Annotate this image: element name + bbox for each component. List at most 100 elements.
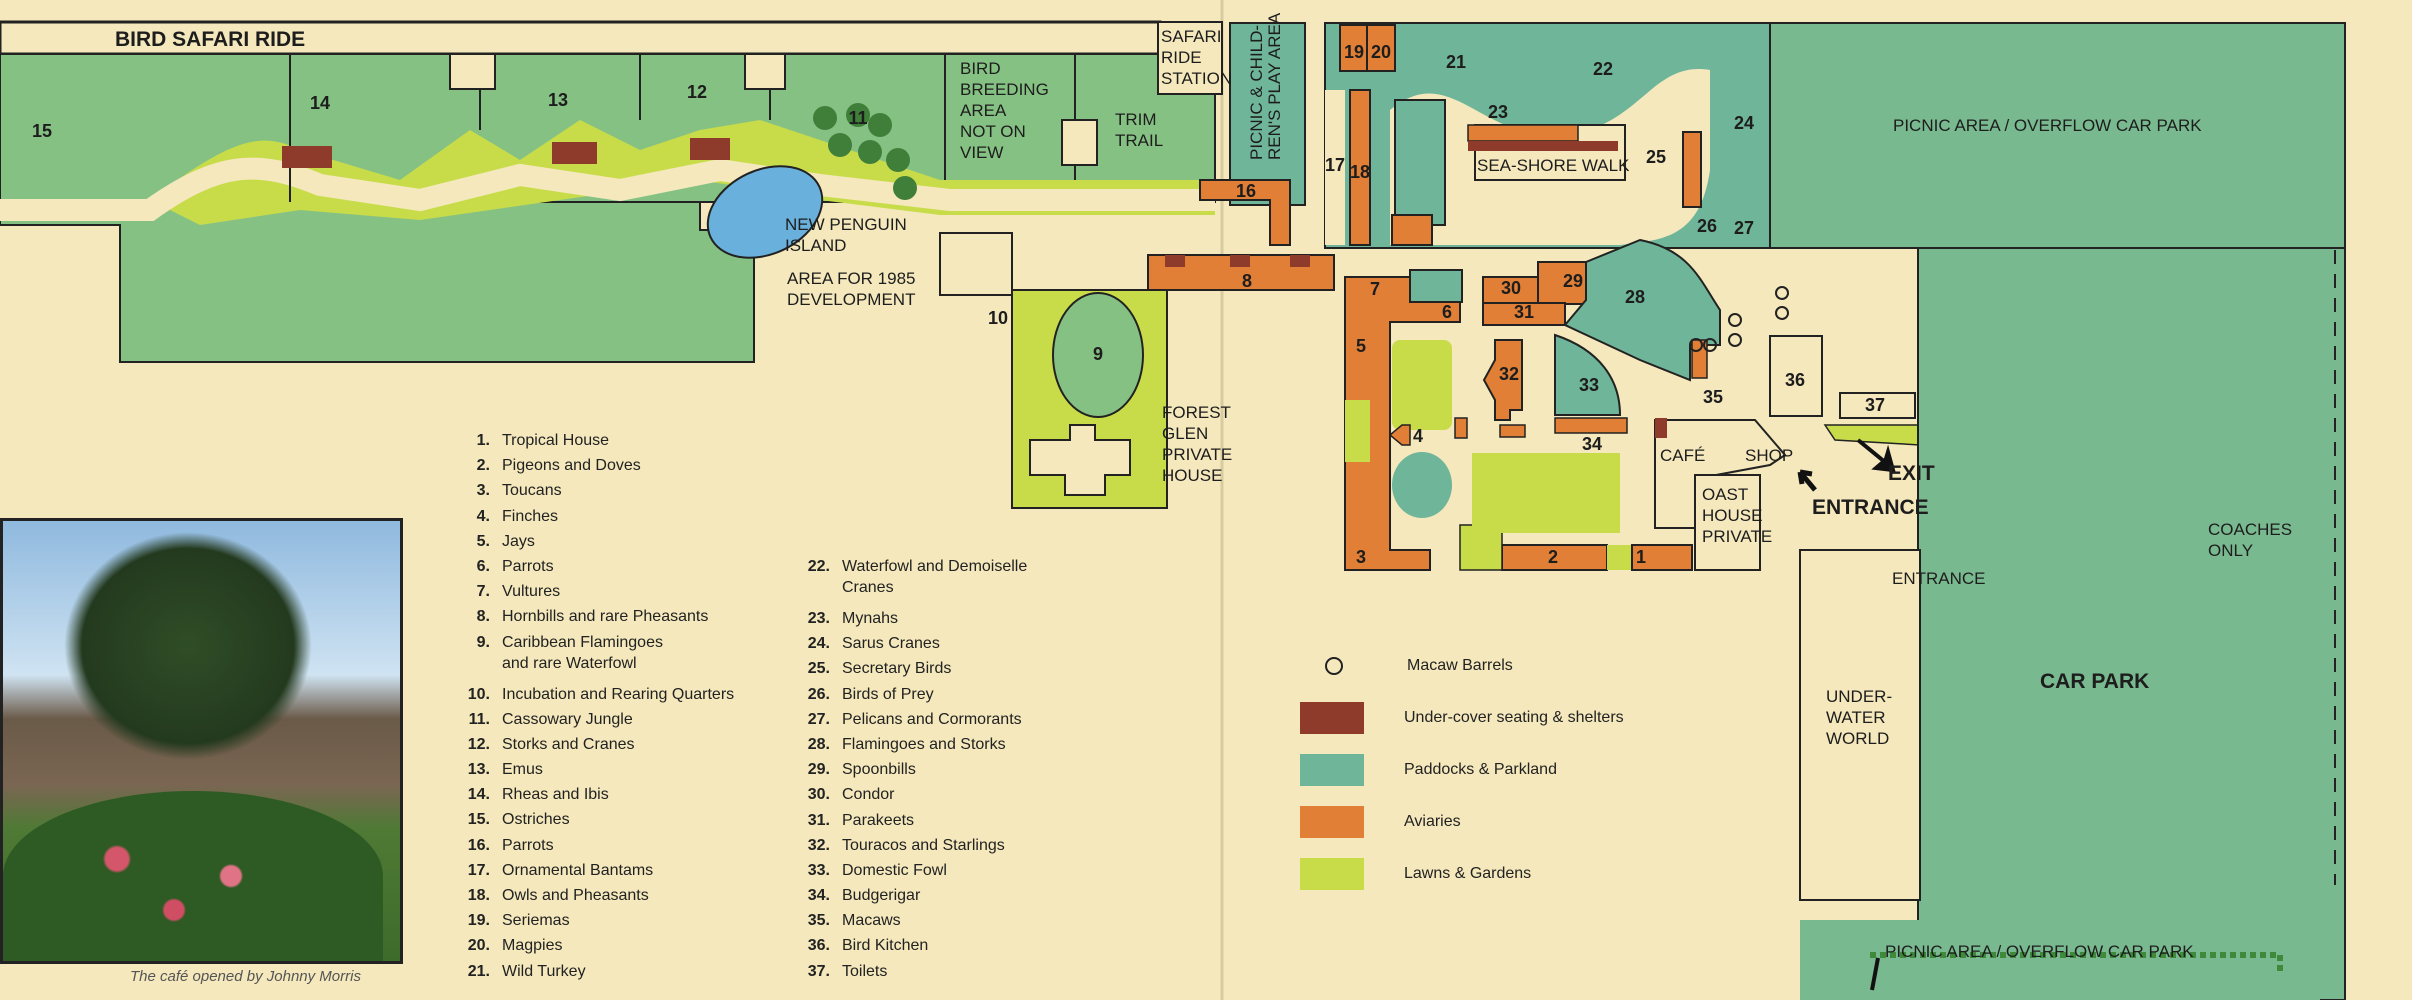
index-number: 17.	[467, 861, 490, 879]
area-22: 22	[1593, 59, 1613, 79]
area-2: 2	[1548, 547, 1558, 567]
svg-text:REN'S PLAY AREA: REN'S PLAY AREA	[1265, 12, 1284, 160]
index-label: Ornamental Bantams	[502, 861, 654, 879]
area-33: 33	[1579, 375, 1599, 395]
area-19: 19	[1344, 42, 1364, 62]
index-number: 8.	[476, 608, 490, 626]
svg-text:GLEN: GLEN	[1162, 424, 1208, 443]
index-item: 23.Mynahs	[800, 606, 1027, 631]
index-number: 27.	[807, 710, 830, 728]
svg-text:COACHES: COACHES	[2208, 520, 2292, 539]
index-number: 7.	[476, 583, 490, 601]
svg-text:PRIVATE: PRIVATE	[1702, 527, 1772, 546]
index-label: Toucans	[502, 482, 562, 500]
index-number: 2.	[476, 457, 490, 475]
index-number: 12.	[467, 735, 490, 753]
index-number: 34.	[807, 887, 830, 905]
area-12: 12	[687, 82, 707, 102]
cafe-label: CAFÉ	[1660, 446, 1705, 465]
index-label: Bird Kitchen	[842, 937, 929, 955]
index-label: Wild Turkey	[502, 962, 586, 980]
index-label: Magpies	[502, 937, 563, 955]
index-item: 27.Pelicans and Cormorants	[800, 707, 1027, 732]
index-item: 37. Toilets	[800, 959, 1027, 984]
svg-text:HOUSE: HOUSE	[1702, 506, 1762, 525]
shelter-swatch	[1300, 702, 1364, 734]
area-8: 8	[1242, 271, 1252, 291]
index-label: Hornbills and rare Pheasants	[502, 608, 709, 626]
forest-glen-label: FOREST GLEN PRIVATE HOUSE	[1162, 403, 1232, 485]
index-item: 12.Storks and Cranes	[460, 732, 734, 757]
area-34: 34	[1582, 434, 1602, 454]
area-25: 25	[1646, 147, 1666, 167]
bird-breeding-label: BIRD BREEDING AREA NOT ON VIEW	[960, 59, 1049, 162]
index-number: 24.	[807, 635, 830, 653]
index-item: 33.Domestic Fowl	[800, 858, 1027, 883]
index-item: 20. Magpies	[460, 933, 734, 958]
area-21: 21	[1446, 52, 1466, 72]
entrance-road-label: ENTRANCE	[1892, 569, 1986, 588]
picnic-overflow-bottom-label: PICNIC AREA / OVERFLOW CAR PARK	[1885, 942, 2194, 961]
area-10: 10	[988, 308, 1008, 328]
index-item: 5.Jays	[460, 529, 734, 554]
sea-shore-label: SEA-SHORE WALK	[1477, 156, 1630, 175]
index-number: 25.	[807, 660, 830, 678]
index-item: 17. Ornamental Bantams	[460, 858, 734, 883]
area-26: 26	[1697, 216, 1717, 236]
svg-text:STATION: STATION	[1161, 69, 1232, 88]
index-label: Incubation and Rearing Quarters	[502, 685, 735, 703]
index-number: 20.	[467, 937, 490, 955]
coaches-only-label: COACHES ONLY	[2208, 520, 2292, 560]
index-label: Vultures	[502, 583, 561, 601]
index-item: 25.Secretary Birds	[800, 656, 1027, 681]
area-27: 27	[1734, 218, 1754, 238]
index-item: 3.Toucans	[460, 478, 734, 503]
area-1: 1	[1636, 547, 1646, 567]
area-30: 30	[1501, 278, 1521, 298]
index-number: 36.	[807, 937, 830, 955]
index-item: 19.Seriemas	[460, 908, 734, 933]
entrance-arrow-icon	[1797, 469, 1817, 492]
index-number: 23.	[807, 610, 830, 627]
lawn-swatch	[1300, 858, 1364, 890]
area-36: 36	[1785, 370, 1805, 390]
index-item: 14.Rheas and Ibis	[460, 782, 734, 807]
area-16: 16	[1236, 181, 1256, 201]
index-number: 37.	[807, 962, 830, 980]
index-number: 33.	[807, 861, 830, 879]
index-label: Macaws	[842, 912, 901, 930]
svg-text:TRAIL: TRAIL	[1115, 131, 1163, 150]
index-label: Flamingoes and Storks	[842, 735, 1006, 753]
lower-parkland	[0, 201, 755, 363]
index-label: Spoonbills	[842, 761, 916, 779]
index-number: 1.	[476, 432, 490, 449]
svg-text:SAFARI: SAFARI	[1161, 27, 1221, 46]
index-item: 28.Flamingoes and Storks	[800, 732, 1027, 757]
index-label: Seriemas	[502, 912, 570, 930]
trees-icon	[813, 103, 917, 200]
svg-text:ISLAND: ISLAND	[785, 236, 846, 255]
paddock-swatch	[1300, 754, 1364, 786]
svg-text:NEW PENGUIN: NEW PENGUIN	[785, 215, 907, 234]
footpath	[0, 157, 1215, 221]
key-aviaries: Aviaries	[1300, 796, 1624, 848]
penguin-pond	[706, 165, 824, 259]
index-item: 24.Sarus Cranes	[800, 631, 1027, 656]
svg-text:UNDER-: UNDER-	[1826, 687, 1892, 706]
index-number: 31.	[807, 811, 830, 829]
index-number: 30.	[807, 786, 830, 804]
index-label: Toilets	[842, 962, 888, 980]
shop-label: SHOP	[1745, 446, 1793, 465]
index-item: 10.Incubation and Rearing Quarters	[460, 682, 734, 707]
svg-text:OAST: OAST	[1702, 485, 1748, 504]
oast-house-label: OAST HOUSE PRIVATE	[1702, 485, 1772, 546]
index-number: 4.	[476, 507, 490, 525]
area-23: 23	[1488, 102, 1508, 122]
index-number: 21.	[467, 962, 490, 980]
index-label: Budgerigar	[842, 887, 921, 905]
index-item: 7. Vultures	[460, 579, 734, 604]
svg-text:PRIVATE: PRIVATE	[1162, 445, 1232, 464]
